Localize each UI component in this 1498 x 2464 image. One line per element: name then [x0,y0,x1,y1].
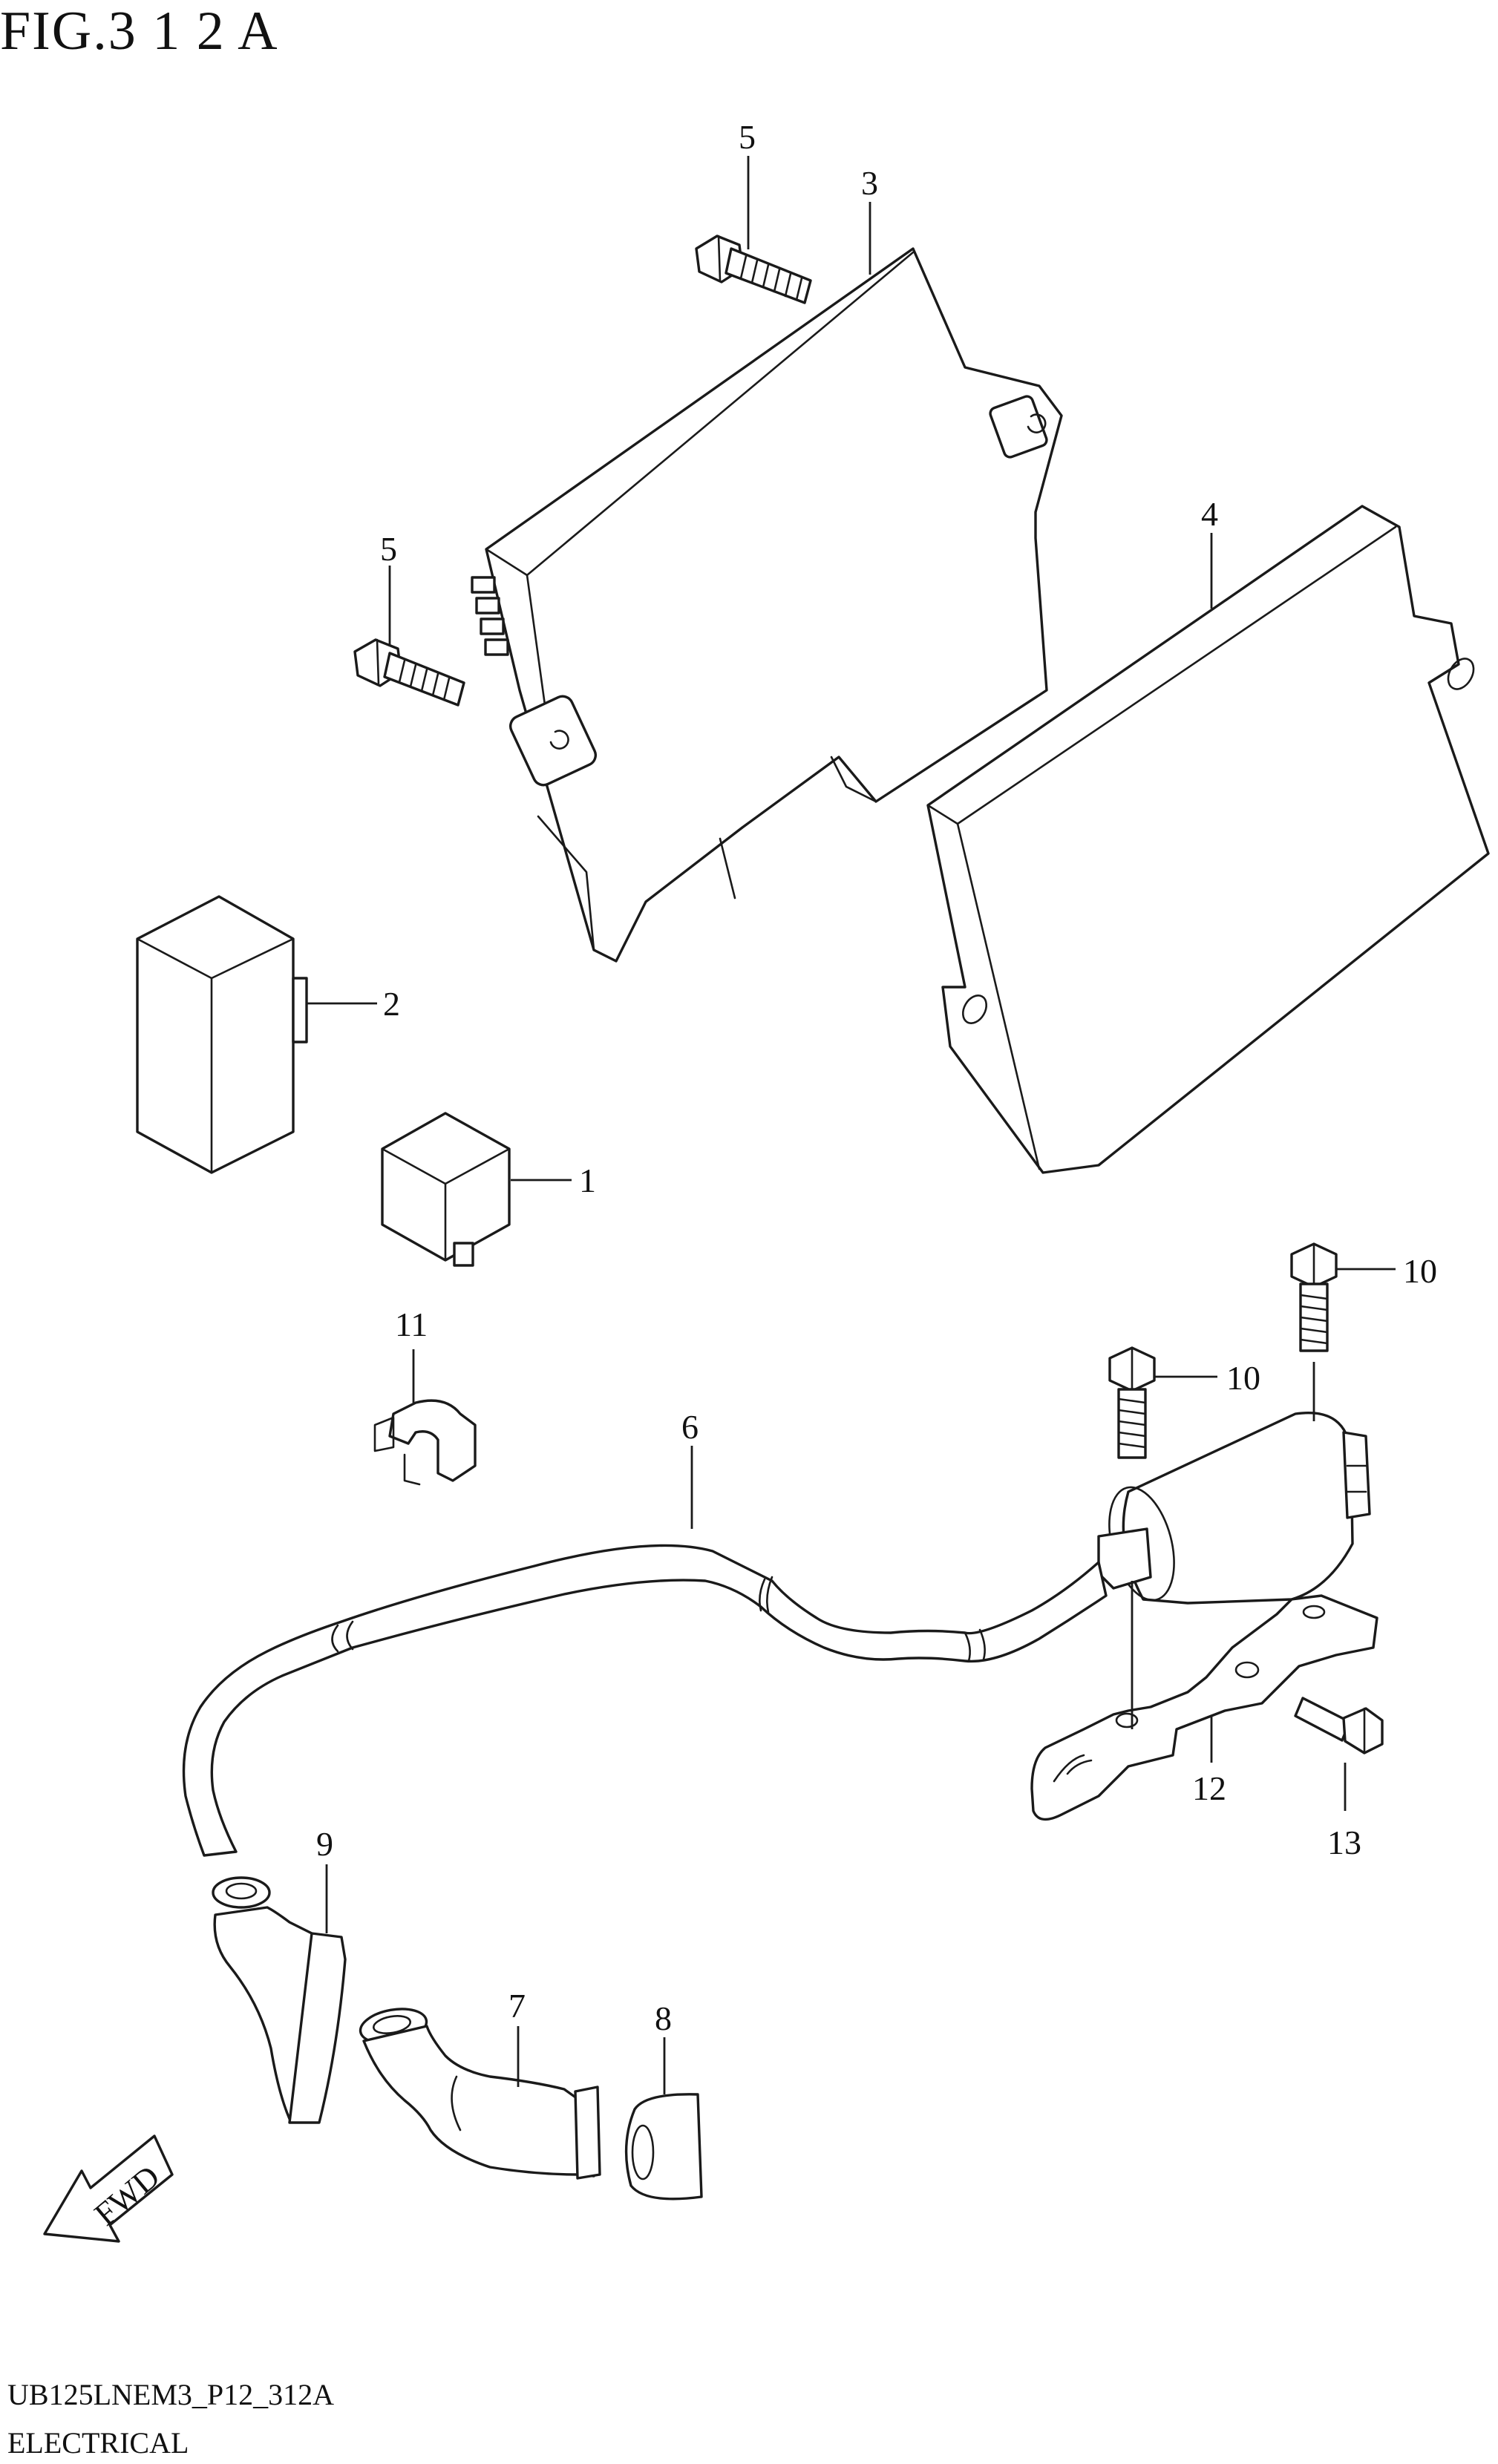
callout-5-upper: 5 [739,118,756,156]
part-6-ignition-coil [182,1412,1371,1857]
callout-3: 3 [861,164,878,202]
part-9-plug-cap [212,1876,347,2124]
callout-2: 2 [383,985,400,1023]
part-7-plug-boot [359,2008,601,2180]
part-4-cover-plate [926,505,1490,1174]
part-10-bolt-right [1290,1242,1338,1352]
part-8-cap-seal [624,2093,703,2201]
callout-5-lower: 5 [380,530,397,568]
callout-9: 9 [316,1825,333,1863]
callout-11: 11 [395,1305,428,1343]
callout-10-left: 10 [1226,1359,1260,1397]
figure-code: UB125LNEM3_P12_312A [7,2378,334,2411]
part-5-bolt-lower [353,638,465,707]
figure-title: FIG.3 1 2 A [0,1,279,62]
callout-7: 7 [508,1987,526,2025]
part-11-clamp [373,1399,477,1486]
callout-13: 13 [1327,1824,1361,1861]
part-13-bolt [1294,1697,1384,1754]
callout-4: 4 [1201,495,1218,533]
part-5-bolt-upper [695,235,812,304]
callout-numbers: 5 3 4 5 2 1 11 10 10 6 12 13 9 7 8 [316,118,1437,2037]
callout-6: 6 [681,1408,699,1446]
part-1-relay-small [381,1112,511,1267]
callout-12: 12 [1192,1769,1226,1807]
callout-1: 1 [579,1161,596,1199]
callout-8: 8 [655,1999,672,2037]
part-3-ecu [471,247,1063,963]
part-12-bracket [1030,1581,1378,1821]
figure-section: ELECTRICAL [7,2426,189,2460]
fwd-arrow-icon: FWD [43,2134,174,2243]
ecu-connector-pins [471,576,509,656]
leader-lines [307,156,1396,2094]
part-10-bolt-left [1108,1346,1156,1459]
callout-10-right: 10 [1403,1252,1437,1290]
part-2-relay-large [136,895,308,1174]
